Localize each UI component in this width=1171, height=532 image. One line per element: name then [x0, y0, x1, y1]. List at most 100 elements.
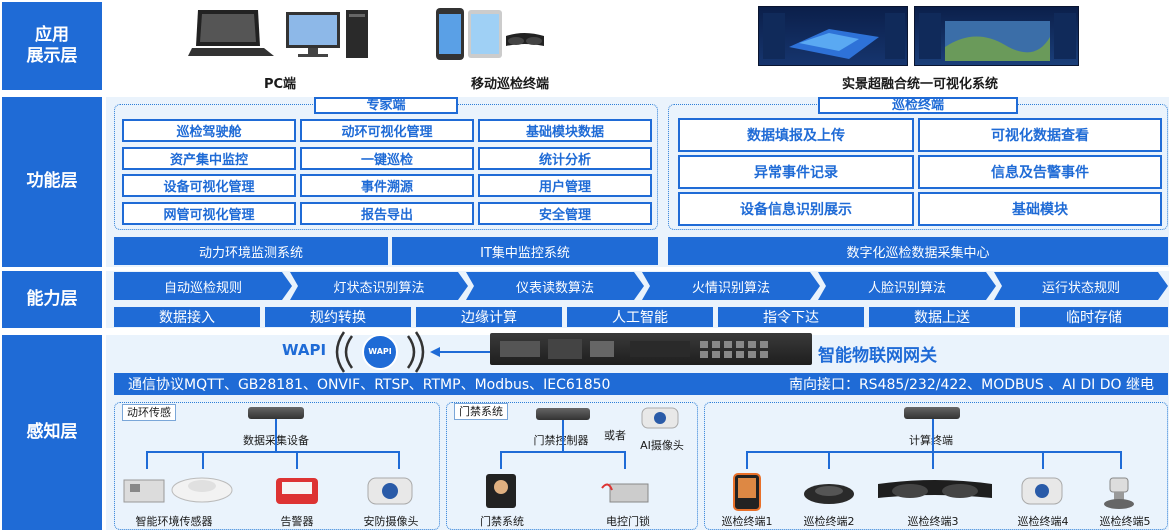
terminal-item: 异常事件记录 — [678, 155, 914, 189]
security-camera-icon — [364, 474, 416, 508]
mobile-devices-icon — [432, 6, 592, 62]
expert-item: 安全管理 — [478, 202, 652, 225]
laptop-icon — [188, 8, 276, 58]
desktop-icon — [284, 10, 376, 60]
capability-item: 临时存储 — [1020, 307, 1168, 327]
door-device-label: 门禁系统 — [480, 515, 524, 528]
visualization-screen-1 — [758, 6, 908, 66]
arrow-left-icon — [430, 343, 490, 357]
connector — [146, 451, 400, 453]
connector — [1120, 451, 1122, 469]
expert-item: 统计分析 — [478, 147, 652, 170]
system-bar: 动力环境监测系统 — [114, 237, 388, 265]
connector — [746, 451, 748, 469]
door-device-label: 电控门锁 — [606, 515, 650, 528]
connector — [500, 451, 502, 469]
door-group — [446, 402, 698, 530]
electric-lock-icon — [600, 478, 652, 508]
connector — [932, 419, 934, 451]
connector — [746, 451, 1122, 453]
capability-item: 人工智能 — [567, 307, 713, 327]
layer-sensing: 感知层 — [2, 335, 102, 530]
protocol-left: 通信协议MQTT、GB28181、ONVIF、RTSP、RTMP、Modbus、… — [128, 377, 611, 393]
layer-function: 功能层 — [2, 97, 102, 267]
patrol-device-icon — [802, 480, 856, 506]
capability-item: 指令下达 — [718, 307, 864, 327]
patrol-device-label: 巡检终端5 — [1099, 515, 1151, 528]
algorithm-chevron: 仪表读数算法 — [466, 272, 644, 300]
algorithm-chevron: 自动巡检规则 — [114, 272, 292, 300]
patrol-robot-icon — [1102, 474, 1136, 510]
capability-item: 数据接入 — [114, 307, 260, 327]
patrol-device-label: 巡检终端4 — [1017, 515, 1069, 528]
env-device-label: 安防摄像头 — [363, 515, 419, 528]
expert-item: 报告导出 — [300, 202, 474, 225]
visualization-screen-2 — [914, 6, 1079, 66]
ai-camera-icon — [640, 406, 680, 432]
env-sensor-icon — [122, 474, 166, 504]
alarm-icon — [272, 474, 322, 506]
patrol-device-label: 巡检终端2 — [803, 515, 855, 528]
connector — [146, 451, 148, 469]
data-collector-icon — [248, 407, 304, 419]
ar-glasses-icon — [874, 476, 996, 506]
expert-item: 资产集中监控 — [122, 147, 296, 170]
protocol-right: 南向接口：RS485/232/422、MODBUS 、AI DI DO 继电 — [788, 377, 1154, 393]
gateway-name: 智能物联网网关 — [818, 346, 937, 366]
connector — [275, 419, 277, 451]
wapi-badge: WAPI — [368, 347, 392, 356]
connector — [398, 451, 400, 469]
expert-item: 设备可视化管理 — [122, 174, 296, 197]
algorithm-chevron: 火情识别算法 — [642, 272, 820, 300]
app-pc-label: PC端 — [263, 77, 297, 92]
connector — [624, 451, 626, 469]
algorithm-chevron: 运行状态规则 — [994, 272, 1168, 300]
env-device-label: 告警器 — [280, 515, 314, 528]
capability-item: 数据上送 — [869, 307, 1015, 327]
app-system-label: 实景超融合统一可视化系统 — [841, 77, 998, 92]
capability-item: 边缘计算 — [416, 307, 562, 327]
door-controller-icon — [536, 408, 590, 420]
expert-item: 基础模块数据 — [478, 119, 652, 142]
connector — [562, 420, 564, 451]
algorithm-chevron: 灯状态识别算法 — [290, 272, 468, 300]
connector — [202, 451, 204, 469]
expert-item: 事件溯源 — [300, 174, 474, 197]
wireless-icon — [330, 330, 430, 374]
expert-item: 巡检驾驶舱 — [122, 119, 296, 142]
env-device-label: 智能环境传感器 — [135, 515, 213, 528]
patrol-hub-label: 计算终端 — [909, 434, 953, 447]
connector — [500, 451, 626, 453]
layer-capability: 能力层 — [2, 271, 102, 328]
door-or-label: 或者 — [604, 429, 626, 442]
terminal-item: 设备信息识别展示 — [678, 192, 914, 226]
expert-item: 网管可视化管理 — [122, 202, 296, 225]
door-alt-label: AI摄像头 — [640, 439, 684, 452]
terminal-item: 可视化数据查看 — [918, 118, 1162, 152]
terminal-item: 信息及告警事件 — [918, 155, 1162, 189]
terminal-item: 数据填报及上传 — [678, 118, 914, 152]
compute-terminal-icon — [904, 407, 960, 419]
env-title: 动环传感 — [122, 404, 176, 421]
expert-item: 一键巡检 — [300, 147, 474, 170]
terminal-title: 巡检终端 — [818, 97, 1018, 114]
layer-app: 应用 展示层 — [2, 2, 102, 90]
capability-item: 规约转换 — [265, 307, 411, 327]
face-terminal-icon — [484, 472, 518, 510]
gateway-device — [490, 333, 812, 365]
patrol-camera-icon — [1020, 474, 1064, 508]
handheld-terminal-icon — [732, 472, 762, 512]
protocol-bar: 通信协议MQTT、GB28181、ONVIF、RTSP、RTMP、Modbus、… — [114, 373, 1168, 395]
door-hub-label: 门禁控制器 — [533, 434, 589, 447]
system-bar: IT集中监控系统 — [392, 237, 658, 265]
connector — [1042, 451, 1044, 469]
app-mobile-label: 移动巡检终端 — [470, 77, 549, 92]
wapi-label: WAPI — [282, 341, 327, 359]
algorithm-chevron: 人脸识别算法 — [818, 272, 996, 300]
door-title: 门禁系统 — [454, 403, 508, 420]
expert-item: 动环可视化管理 — [300, 119, 474, 142]
connector — [828, 451, 830, 469]
terminal-item: 基础模块 — [918, 192, 1162, 226]
patrol-device-label: 巡检终端3 — [907, 515, 959, 528]
env-group — [114, 402, 440, 530]
